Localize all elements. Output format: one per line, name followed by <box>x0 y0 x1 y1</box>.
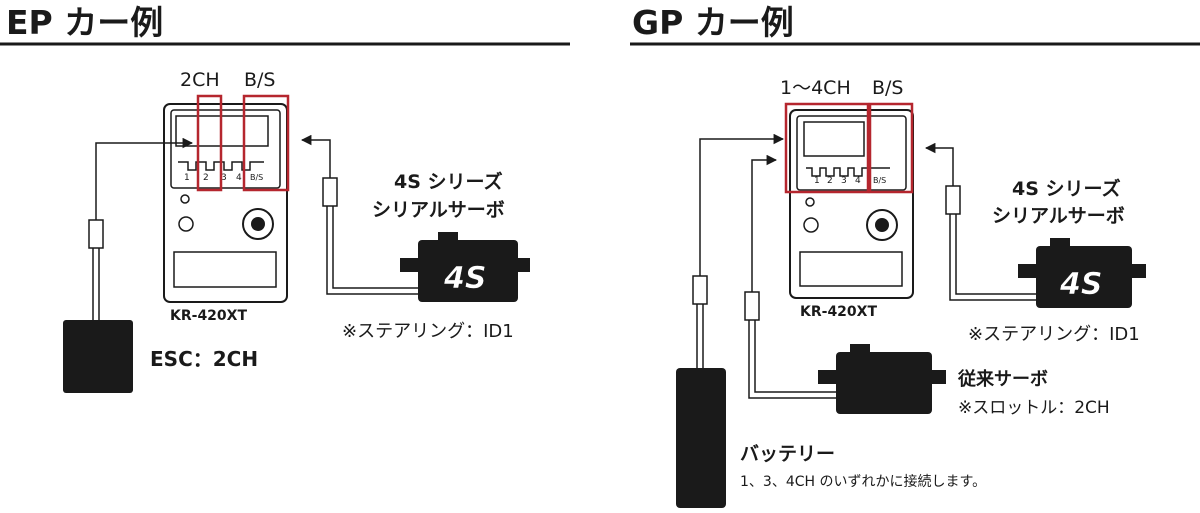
ep-4s-servo-arrow <box>300 134 331 178</box>
gp-4s-servo: 4S <box>1018 238 1146 308</box>
gp-4s-servo-connector <box>945 185 961 215</box>
std-servo-arrow <box>751 154 778 292</box>
gp-receiver: 1 2 3 4 B/S <box>789 109 914 299</box>
ep-led-icon <box>180 194 190 204</box>
battery-title: バッテリー <box>740 443 835 465</box>
ep-section: EP カー例 2CH B/S 1 2 3 4 B/S KR-420XT <box>0 3 570 393</box>
gp-port-2: 2 <box>827 176 833 186</box>
std-servo-line1: 従来サーボ <box>957 368 1048 390</box>
esc-wire <box>92 248 100 320</box>
esc-arrow <box>95 137 194 220</box>
gp-port-3: 3 <box>841 176 847 186</box>
gp-highlight-1-4ch <box>784 102 870 194</box>
gp-label-1-4ch: 1～4CH <box>780 77 851 99</box>
esc-connector <box>88 219 104 249</box>
gp-port-4: 4 <box>855 176 861 186</box>
battery-arrow <box>699 133 785 276</box>
esc-box <box>63 320 133 393</box>
gp-title: GP カー例 <box>632 3 794 42</box>
ep-label-2ch: 2CH <box>180 69 220 91</box>
gp-4s-servo-arrow <box>924 142 954 186</box>
std-servo <box>818 344 946 414</box>
gp-4s-servo-line2: シリアルサーボ <box>992 205 1125 227</box>
ep-4s-servo-connector <box>322 177 338 207</box>
ep-highlight-2ch <box>196 94 223 192</box>
battery-note: 1、3、4CH のいずれかに接続します。 <box>740 473 986 490</box>
gp-4s-servo-line1: 4S シリーズ <box>1012 177 1121 200</box>
std-servo-note: ※スロットル：2CH <box>958 398 1110 418</box>
gp-4s-servo-badge: 4S <box>1059 267 1102 302</box>
gp-section: GP カー例 1～4CH B/S 1 2 3 4 B/S KR-420XT <box>630 3 1200 508</box>
gp-led-icon <box>805 197 815 207</box>
ep-4s-servo-badge: 4S <box>443 261 486 296</box>
gp-label-bs: B/S <box>872 77 904 99</box>
ep-receiver: 1 2 3 4 B/S <box>163 103 288 303</box>
ep-button-small-icon <box>178 216 194 232</box>
gp-receiver-model: KR-420XT <box>800 304 877 320</box>
ep-label-bs: B/S <box>244 69 276 91</box>
std-servo-wire <box>748 320 836 399</box>
ep-4s-servo-line1: 4S シリーズ <box>394 170 503 193</box>
ep-port-4: 4 <box>236 173 242 183</box>
ep-dial-icon <box>242 208 274 240</box>
ep-port-2: 2 <box>203 173 209 183</box>
gp-port-1: 1 <box>814 176 820 186</box>
std-servo-connector <box>744 291 760 321</box>
ep-port-1: 1 <box>184 173 190 183</box>
ep-port-bs: B/S <box>250 173 263 182</box>
ep-highlight-bs <box>242 94 290 192</box>
ep-port-3: 3 <box>221 173 227 183</box>
battery-wire <box>696 304 704 368</box>
ep-4s-servo: 4S <box>400 232 530 302</box>
ep-4s-servo-line2: シリアルサーボ <box>372 199 505 221</box>
gp-4s-servo-wire <box>949 214 1036 301</box>
gp-dial-icon <box>866 209 898 241</box>
ep-receiver-model: KR-420XT <box>170 308 247 324</box>
esc-label: ESC：2CH <box>150 347 258 371</box>
ep-4s-servo-wire <box>326 206 418 295</box>
gp-port-bs: B/S <box>873 176 886 185</box>
ep-title: EP カー例 <box>6 3 163 42</box>
battery-connector <box>692 275 708 305</box>
gp-highlight-bs <box>868 102 914 194</box>
gp-button-small-icon <box>803 217 819 233</box>
ep-4s-servo-note: ※ステアリング：ID1 <box>342 321 514 342</box>
battery-box <box>676 368 726 508</box>
gp-4s-servo-note: ※ステアリング：ID1 <box>968 324 1140 345</box>
